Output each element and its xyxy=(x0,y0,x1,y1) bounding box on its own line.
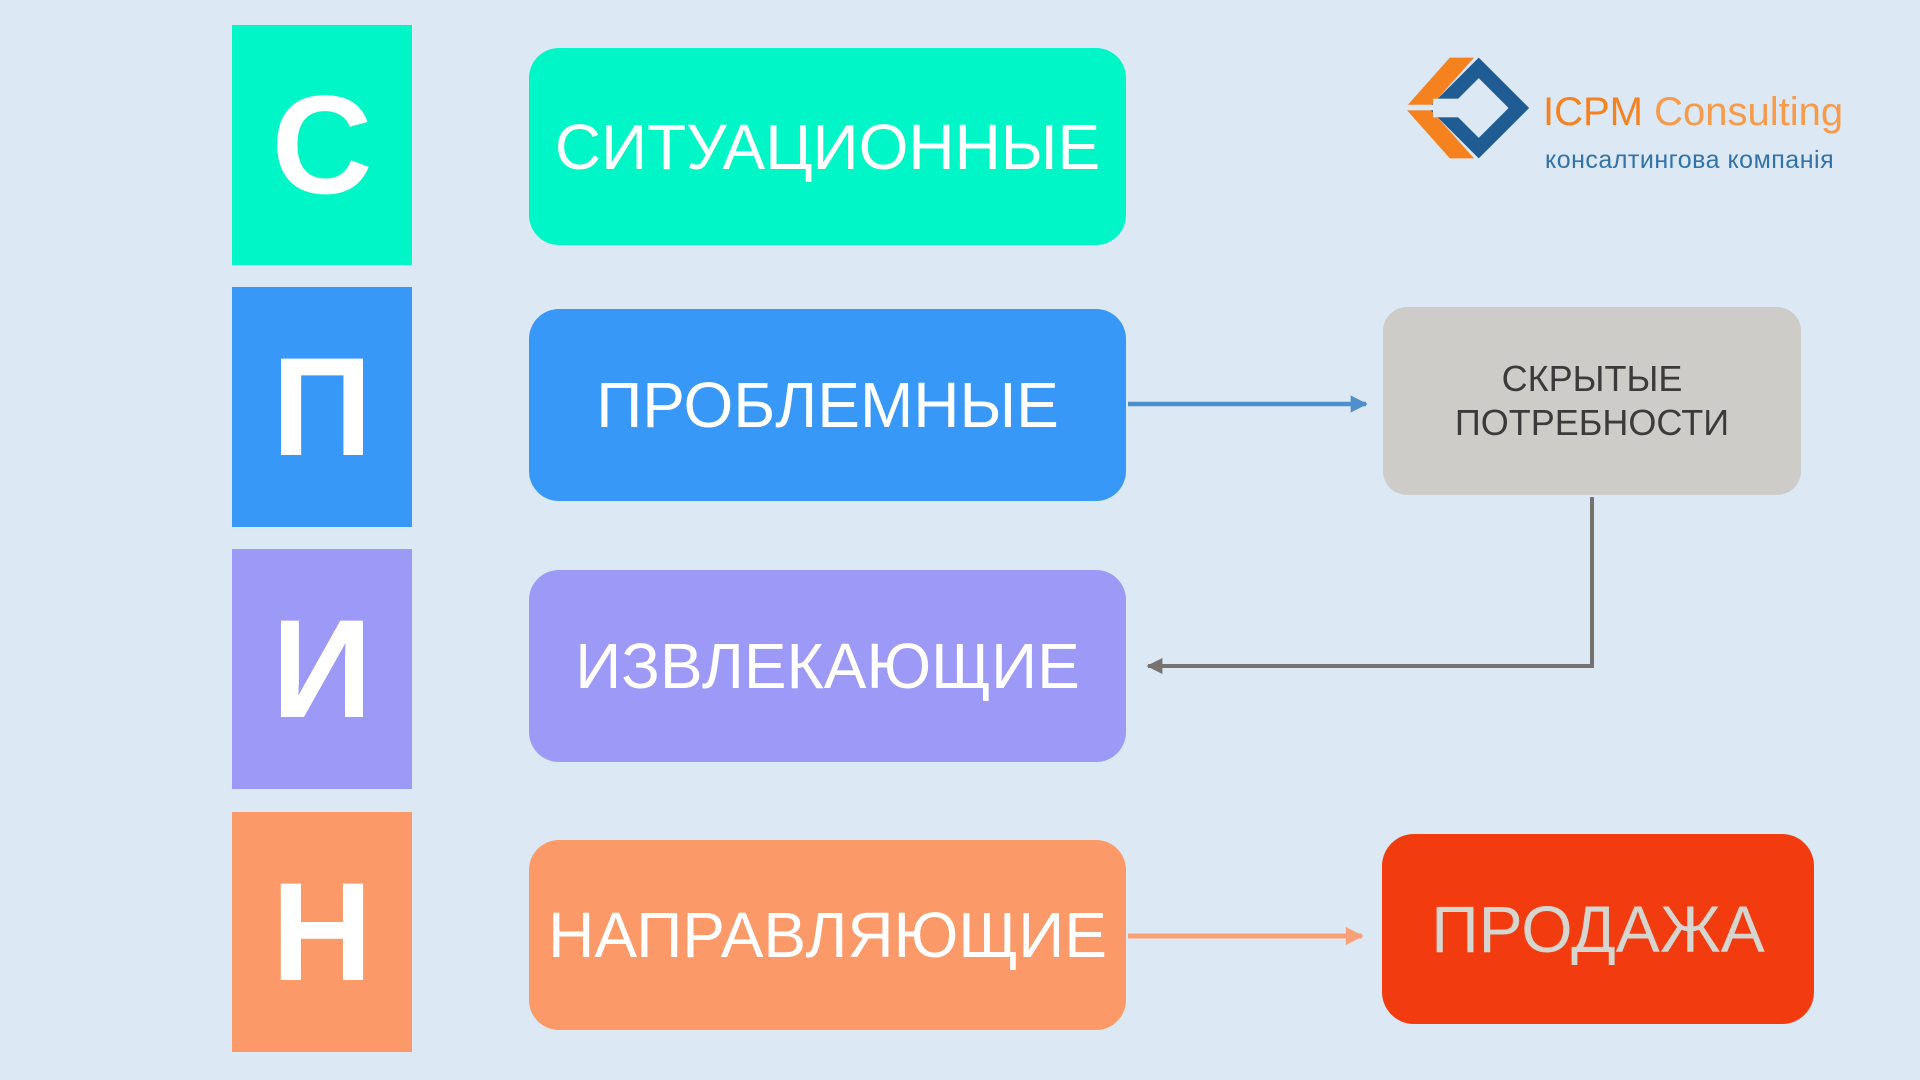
hidden-needs-box: СКРЫТЫЕ ПОТРЕБНОСТИ xyxy=(1383,307,1801,495)
spin-letter-p: П xyxy=(271,328,373,485)
icpm-logo-wordmark: ICPM Consulting xyxy=(1543,92,1843,132)
icpm-logo-tagline: консалтингова компанія xyxy=(1545,146,1835,174)
spin-letter-n: Н xyxy=(271,853,373,1010)
question-box-problem-label: ПРОБЛЕМНЫЕ xyxy=(596,369,1059,441)
icpm-logo-icon xyxy=(1405,57,1530,159)
icpm-logo-brand: ICPM xyxy=(1543,90,1643,134)
sale-box: ПРОДАЖА xyxy=(1382,834,1814,1024)
hidden-needs-line1: СКРЫТЫЕ xyxy=(1501,358,1683,400)
spin-letter-i: И xyxy=(271,590,373,747)
spin-letter-block-i: И xyxy=(232,549,412,789)
question-box-situational-label: СИТУАЦИОННЫЕ xyxy=(554,110,1101,183)
question-box-implication: ИЗВЛЕКАЮЩИЕ xyxy=(529,570,1126,762)
question-box-guiding-label: НАПРАВЛЯЮЩИЕ xyxy=(548,899,1107,971)
question-box-problem: ПРОБЛЕМНЫЕ xyxy=(529,309,1126,501)
question-box-implication-label: ИЗВЛЕКАЮЩИЕ xyxy=(575,630,1080,702)
icpm-logo: ICPM Consulting консалтингова компанія xyxy=(1405,56,1843,176)
question-box-situational: СИТУАЦИОННЫЕ xyxy=(529,48,1126,245)
hidden-needs-line2: ПОТРЕБНОСТИ xyxy=(1454,402,1730,443)
sale-box-label: ПРОДАЖА xyxy=(1431,892,1765,966)
spin-letter-s: С xyxy=(271,66,373,223)
spin-letter-block-n: Н xyxy=(232,812,412,1052)
arrow-hidden-needs-to-implication xyxy=(1146,497,1594,674)
spin-letter-block-s: С xyxy=(232,25,412,265)
icpm-logo-suffix: Consulting xyxy=(1654,90,1844,134)
spin-letter-block-p: П xyxy=(232,287,412,527)
question-box-guiding: НАПРАВЛЯЮЩИЕ xyxy=(529,840,1126,1030)
